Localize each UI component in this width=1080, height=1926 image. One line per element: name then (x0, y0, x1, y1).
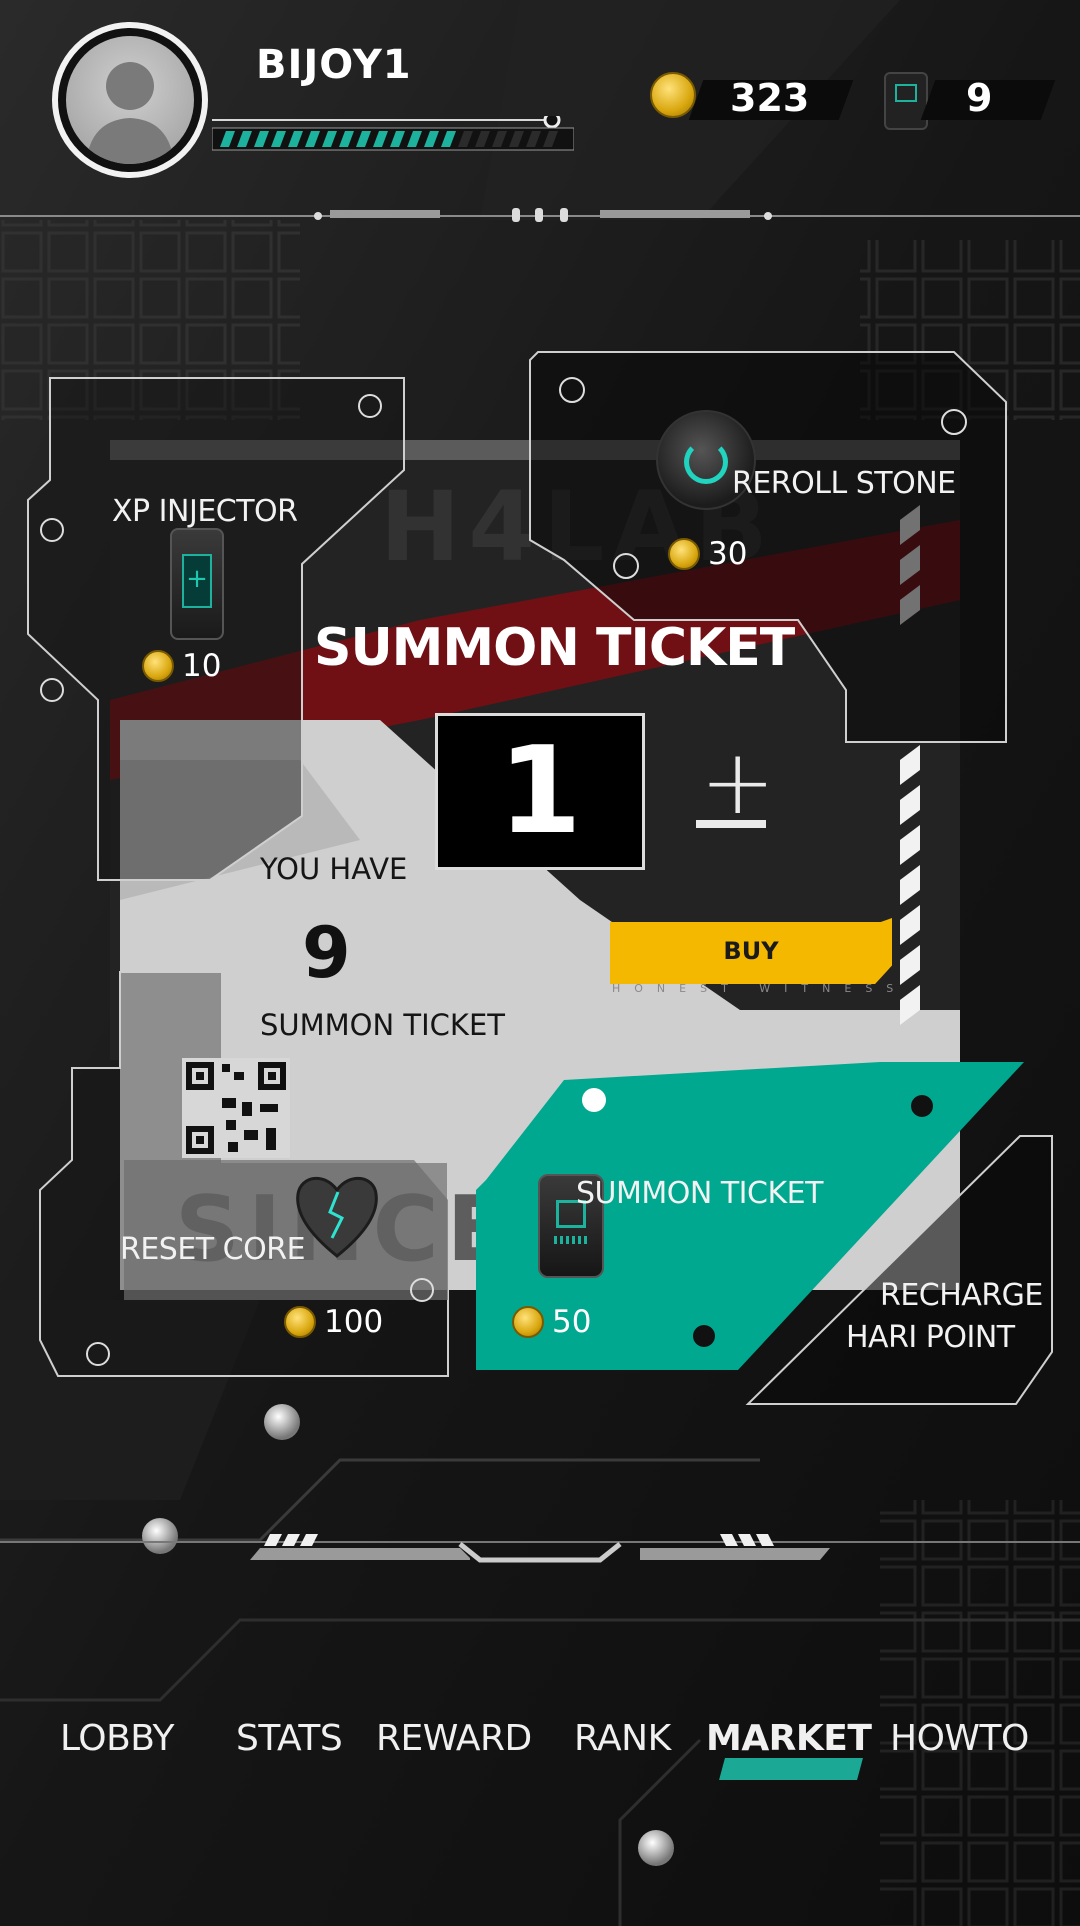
xp-segment (356, 131, 371, 147)
owned-item-label: SUMMON TICKET (260, 1008, 505, 1042)
xp-segment (458, 131, 473, 147)
tab-howto[interactable]: HOWTO (890, 1718, 1029, 1759)
buy-button[interactable]: BUY (610, 918, 892, 984)
xp-segment (373, 131, 388, 147)
reroll-stone-label[interactable]: REROLL STONE (732, 466, 956, 501)
increase-quantity-button[interactable]: + (700, 730, 776, 835)
coin-icon (668, 538, 700, 570)
xp-segment (424, 131, 439, 147)
tagline: HONEST WITNESS (612, 982, 908, 995)
xp-segment (220, 131, 235, 147)
xp-progress-bar (212, 116, 574, 151)
xp-segment (492, 131, 507, 147)
tab-reward[interactable]: REWARD (376, 1718, 532, 1759)
xp-segment (339, 131, 354, 147)
decrease-quantity-button[interactable] (696, 820, 766, 828)
purchase-title: SUMMON TICKET (314, 618, 795, 678)
ticket-icon (884, 72, 928, 130)
user-silhouette-icon (86, 62, 174, 164)
heart-icon (292, 1168, 382, 1260)
xp-segment (509, 131, 524, 147)
xp-segment (390, 131, 405, 147)
coin-currency (650, 72, 696, 122)
quantity-display: 1 (435, 713, 645, 870)
xp-segment (441, 131, 456, 147)
tab-lobby[interactable]: LOBBY (60, 1718, 175, 1759)
xp-injector-price: 10 (142, 648, 221, 684)
ticket-balance: 9 (966, 76, 993, 120)
reroll-stone-icon (656, 410, 756, 510)
summon-ticket-label[interactable]: SUMMON TICKET (576, 1176, 823, 1211)
avatar[interactable] (66, 36, 194, 164)
summon-ticket-price: 50 (512, 1304, 591, 1340)
xp-segment (407, 131, 422, 147)
xp-injector-icon: + (170, 528, 224, 640)
tab-market[interactable]: MARKET (706, 1718, 872, 1759)
xp-segment (254, 131, 269, 147)
xp-segment (288, 131, 303, 147)
active-tab-indicator (719, 1758, 863, 1780)
xp-segment (271, 131, 286, 147)
tab-rank[interactable]: RANK (574, 1718, 671, 1759)
coin-balance: 323 (730, 76, 810, 120)
buy-button-label: BUY (723, 937, 779, 965)
xp-segment (237, 131, 252, 147)
owned-count: 9 (302, 912, 351, 994)
coin-icon (650, 72, 696, 118)
tab-stats[interactable]: STATS (236, 1718, 343, 1759)
reroll-stone-price: 30 (668, 536, 747, 572)
reset-core-label[interactable]: RESET CORE (120, 1232, 306, 1267)
xp-injector-label[interactable]: XP INJECTOR (112, 494, 298, 529)
you-have-label: YOU HAVE (260, 852, 408, 886)
summon-ticket-icon (538, 1174, 604, 1278)
xp-segment (322, 131, 337, 147)
xp-segment (543, 131, 558, 147)
xp-segment (305, 131, 320, 147)
coin-icon (142, 650, 174, 682)
username: BIJOY1 (256, 42, 412, 88)
recharge-label[interactable]: RECHARGE (880, 1278, 1043, 1313)
hari-point-label[interactable]: HARI POINT (846, 1320, 1015, 1355)
xp-segment (475, 131, 490, 147)
coin-icon (284, 1306, 316, 1338)
coin-icon (512, 1306, 544, 1338)
reset-core-price: 100 (284, 1304, 383, 1340)
xp-segment (526, 131, 541, 147)
